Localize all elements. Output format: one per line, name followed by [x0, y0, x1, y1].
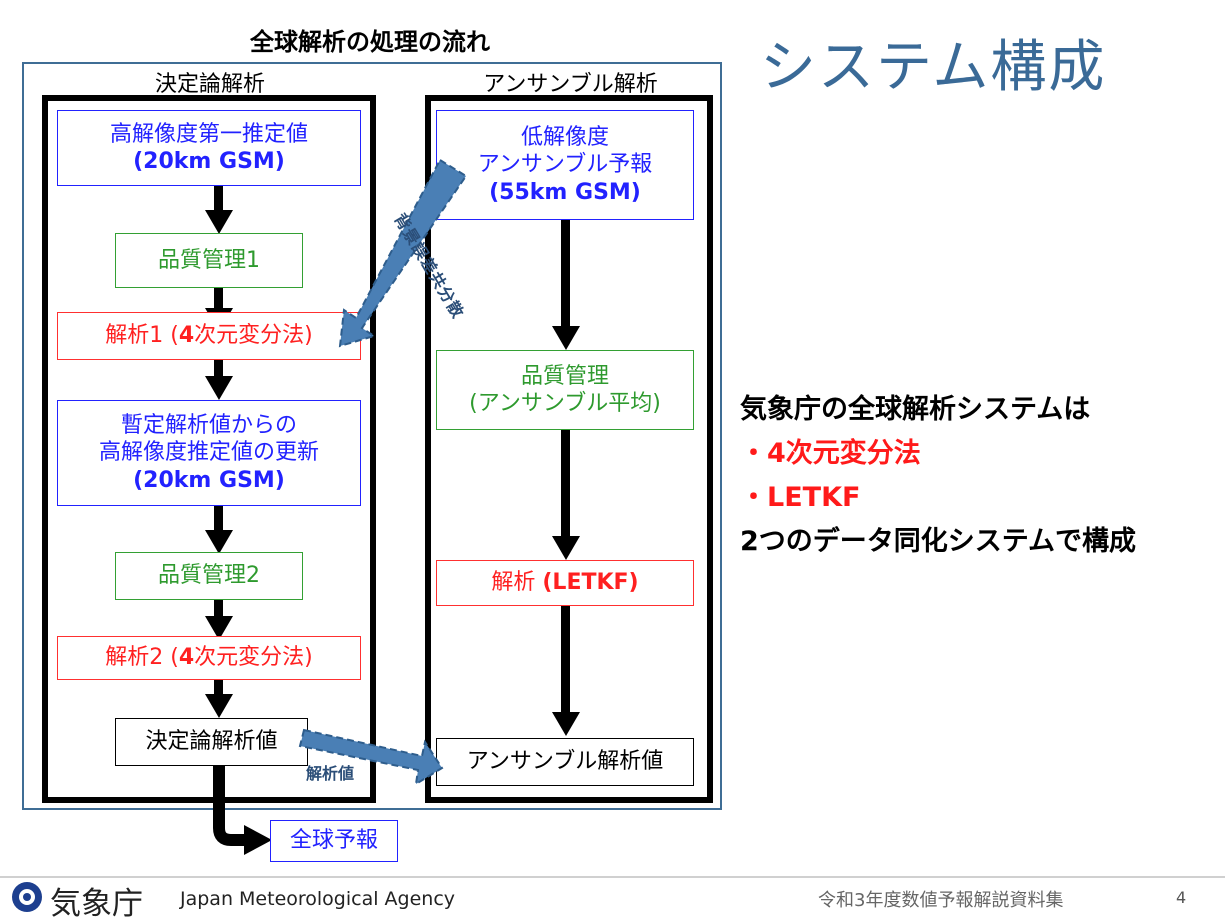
main-title: システム構成 [760, 35, 1107, 100]
arrow-down [214, 680, 223, 696]
ensemble-column-frame [425, 95, 713, 803]
logo-dot [23, 893, 31, 901]
qc2-box: 品質管理2 [115, 552, 303, 600]
arrow-down [561, 430, 570, 538]
summary-line: 気象庁の全球解析システムは [740, 394, 1091, 425]
arrow-down [561, 606, 570, 714]
arrow-down [214, 186, 223, 212]
text-part: 解析 [491, 570, 543, 596]
box-text: 決定論解析値 [145, 729, 278, 755]
summary-line: 2つのデータ同化システムで構成 [740, 526, 1136, 557]
box-text: 品質管理2 [158, 563, 260, 589]
arrow-down [214, 288, 223, 310]
ensemble-qc-box: 品質管理 (アンサンブル平均) [436, 350, 694, 430]
box-text: 暫定解析値からの [120, 412, 297, 438]
agency-name-en: Japan Meteorological Agency [180, 888, 456, 910]
global-forecast-box: 全球予報 [270, 820, 398, 862]
diagram-frame [22, 62, 722, 810]
summary-bullet: ・4次元変分法 [740, 438, 921, 469]
update-box: 暫定解析値からの 高解像度推定値の更新 (20km GSM) [57, 400, 361, 506]
box-text: 品質管理1 [158, 247, 260, 273]
text-part: (LETKF) [542, 570, 639, 596]
analysis1-box: 解析1 (4次元変分法) [57, 312, 361, 360]
background-error-arrow [338, 158, 468, 348]
analysis2-box: 解析2 (4次元変分法) [57, 636, 361, 680]
lr-ensemble-box: 低解像度 アンサンブル予報 (55km GSM) [436, 110, 694, 220]
box-text: 全球予報 [289, 828, 378, 854]
box-text: 低解像度 [520, 124, 609, 150]
text-part: 解析1 ( [105, 323, 179, 349]
box-text: 高解像度第一推定値 [109, 121, 308, 147]
box-text: 解析1 (4次元変分法) [105, 322, 312, 350]
arrow-down [214, 506, 223, 532]
ensemble-header: アンサンブル解析 [483, 72, 658, 97]
analysis-value-label: 解析値 [306, 764, 355, 783]
box-text: 高解像度推定値の更新 [98, 440, 319, 466]
summary-text: 気象庁の全球解析システムは ・4次元変分法 ・LETKF 2つのデータ同化システ… [740, 388, 1136, 564]
deterministic-header: 決定論解析 [154, 72, 265, 97]
arrow-down [561, 220, 570, 328]
deterministic-analysis-box: 決定論解析値 [115, 718, 308, 766]
text-part: 解析2 ( [105, 645, 179, 671]
text-part: 4 [178, 645, 195, 671]
page-number: 4 [1176, 888, 1187, 907]
analysis-value-arrow [298, 728, 444, 786]
diagram-title: 全球解析の処理の流れ [250, 28, 490, 56]
text-part: 4 [178, 323, 195, 349]
letkf-box: 解析 (LETKF) [436, 560, 694, 606]
qc1-box: 品質管理1 [115, 233, 303, 288]
jma-logo-icon [12, 882, 42, 912]
arrow-down [214, 360, 223, 378]
box-text: (アンサンブル平均) [469, 391, 661, 416]
box-text: (55km GSM) [489, 179, 641, 205]
hr-first-guess-box: 高解像度第一推定値 (20km GSM) [57, 110, 361, 186]
ensemble-analysis-box: アンサンブル解析値 [436, 738, 694, 786]
footer-divider [0, 876, 1225, 878]
arrow-down [214, 600, 223, 618]
box-text: 解析 (LETKF) [491, 569, 638, 597]
document-title: 令和3年度数値予報解説資料集 [818, 890, 1064, 911]
box-text: 解析2 (4次元変分法) [105, 644, 312, 672]
box-text: 品質管理 [520, 363, 609, 389]
agency-name-jp: 気象庁 [50, 886, 143, 922]
box-text: (20km GSM) [133, 467, 285, 493]
summary-bullet: ・LETKF [740, 482, 861, 513]
text-part: 次元変分法) [194, 645, 313, 671]
box-text: アンサンブル予報 [477, 152, 653, 178]
box-text: (20km GSM) [133, 149, 285, 174]
deterministic-column-frame [42, 95, 376, 803]
box-text: アンサンブル解析値 [466, 749, 664, 775]
text-part: 次元変分法) [194, 323, 313, 349]
